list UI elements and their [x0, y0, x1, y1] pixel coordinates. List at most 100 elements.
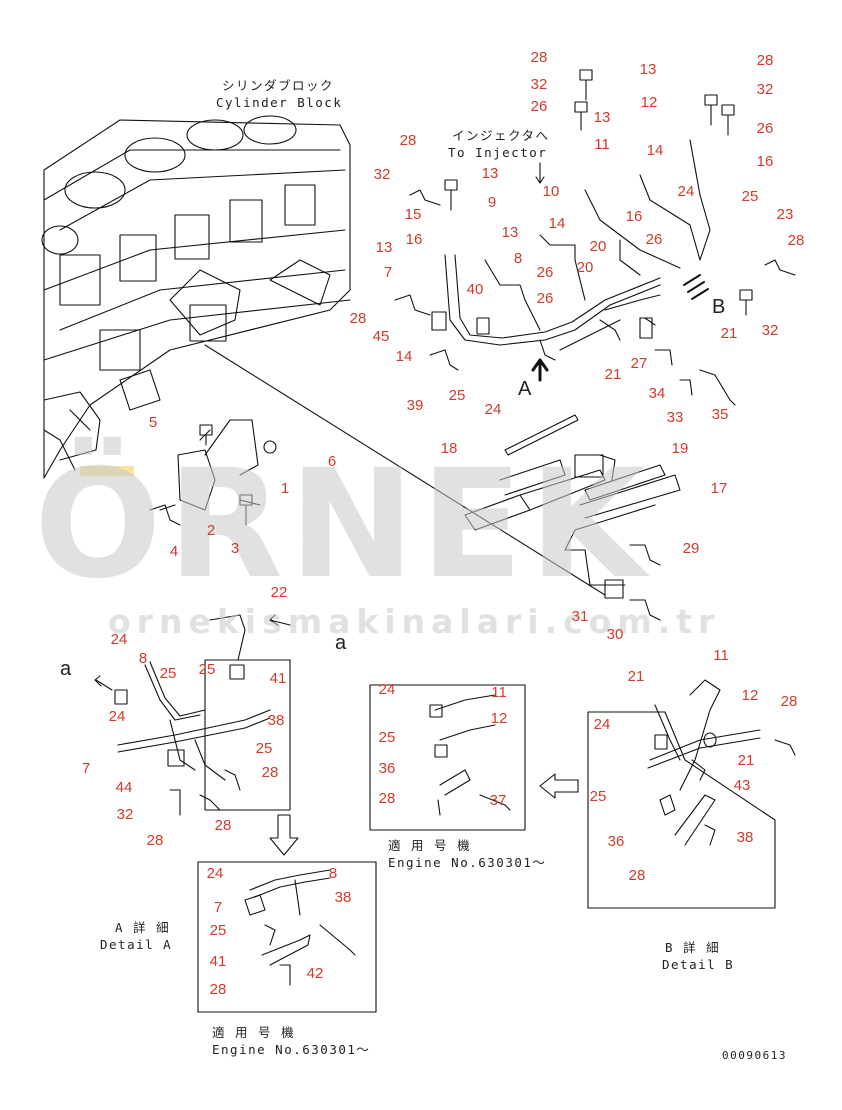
callout: 13 — [593, 109, 611, 126]
to-injector-arrow — [535, 162, 545, 184]
callout: 38 — [334, 889, 352, 906]
callout: 13 — [639, 61, 657, 78]
callout: 24 — [378, 681, 396, 698]
callout: 17 — [710, 480, 728, 497]
callout: 34 — [648, 385, 666, 402]
callout: 40 — [466, 281, 484, 298]
drawing-number: 00090613 — [722, 1049, 787, 1062]
callout: 37 — [489, 792, 507, 809]
cylinder-block-en: Cylinder Block — [216, 95, 343, 110]
callout: 12 — [490, 710, 508, 727]
callout: 38 — [736, 829, 754, 846]
callout: 27 — [630, 355, 648, 372]
callout: 28 — [628, 867, 646, 884]
callout: 36 — [378, 760, 396, 777]
callout: 7 — [213, 899, 223, 916]
callout: 20 — [589, 238, 607, 255]
callout: 9 — [487, 194, 497, 211]
callout: 16 — [756, 153, 774, 170]
detail-b-en: Detail B — [662, 957, 735, 972]
callout: 10 — [542, 183, 560, 200]
view-b-arrow — [683, 274, 709, 300]
view-a-arrow — [531, 358, 549, 382]
callout: 32 — [761, 322, 779, 339]
bolt-drawings — [149, 69, 796, 621]
view-b-label: B — [712, 296, 726, 318]
detail-middle-box — [369, 684, 526, 831]
callout: 26 — [756, 120, 774, 137]
callout: 16 — [405, 231, 423, 248]
callout: 45 — [372, 328, 390, 345]
callout: 28 — [530, 49, 548, 66]
arrow-a-lower-label: a — [60, 658, 72, 680]
callout: 29 — [682, 540, 700, 557]
callout: 44 — [115, 779, 133, 796]
callout: 22 — [270, 584, 288, 601]
callout: 41 — [269, 670, 287, 687]
callout: 28 — [399, 132, 417, 149]
cylinder-block-jp: シリンダブロック — [222, 78, 335, 93]
applicable-jp-2: 適 用 号 機 — [212, 1025, 296, 1040]
callout: 26 — [530, 98, 548, 115]
callout: 28 — [349, 310, 367, 327]
watermark-accent-bar — [80, 466, 134, 476]
callout: 16 — [625, 208, 643, 225]
applicable-jp-1: 適 用 号 機 — [388, 838, 472, 853]
detail-a-down-arrow — [269, 814, 299, 856]
callout: 28 — [209, 981, 227, 998]
callout: 11 — [491, 684, 507, 701]
callout: 5 — [148, 414, 158, 431]
callout: 14 — [646, 142, 664, 159]
callout: 13 — [481, 165, 499, 182]
fuel-rail-drawing — [464, 414, 681, 599]
callout: 14 — [548, 215, 566, 232]
callout: 8 — [138, 650, 148, 667]
detail-a-jp: A 詳 細 — [115, 920, 171, 935]
callout: 15 — [404, 206, 422, 223]
callout: 33 — [666, 409, 684, 426]
guide-line — [204, 344, 606, 596]
applicable-en-1: Engine No.630301～ — [388, 855, 547, 870]
callout: 26 — [645, 231, 663, 248]
callout: 25 — [255, 740, 273, 757]
callout: 25 — [159, 665, 177, 682]
callout: 21 — [627, 668, 645, 685]
callout: 13 — [375, 239, 393, 256]
callout: 32 — [756, 81, 774, 98]
callout: 24 — [108, 708, 126, 725]
cylinder-block-drawing — [41, 115, 351, 479]
callout: 18 — [440, 440, 458, 457]
callout: 8 — [513, 250, 523, 267]
callout: 41 — [209, 953, 227, 970]
callout: 20 — [576, 259, 594, 276]
callout: 21 — [737, 752, 755, 769]
callout: 23 — [776, 206, 794, 223]
callout: 28 — [146, 832, 164, 849]
callout: 26 — [536, 290, 554, 307]
to-injector-jp: インジェクタへ — [452, 128, 550, 143]
callout: 38 — [267, 712, 285, 729]
callout: 7 — [383, 264, 393, 281]
callout: 32 — [530, 76, 548, 93]
arrow-a-upper-label: a — [335, 632, 347, 654]
callout: 24 — [593, 716, 611, 733]
callout: 3 — [230, 540, 240, 557]
callout: 24 — [110, 631, 128, 648]
callout: 19 — [671, 440, 689, 457]
detail-a-variant-box — [197, 861, 377, 1013]
callout: 31 — [571, 608, 589, 625]
callout: 35 — [711, 406, 729, 423]
detail-a-drawing — [94, 614, 291, 816]
callout: 36 — [607, 833, 625, 850]
view-a-label: A — [518, 378, 532, 400]
callout: 13 — [501, 224, 519, 241]
callout: 28 — [214, 817, 232, 834]
callout: 25 — [378, 729, 396, 746]
callout: 30 — [606, 626, 624, 643]
callout: 21 — [604, 366, 622, 383]
callout: 28 — [780, 693, 798, 710]
callout: 25 — [448, 387, 466, 404]
detail-b-jp: B 詳 細 — [665, 940, 721, 955]
callout: 25 — [198, 661, 216, 678]
